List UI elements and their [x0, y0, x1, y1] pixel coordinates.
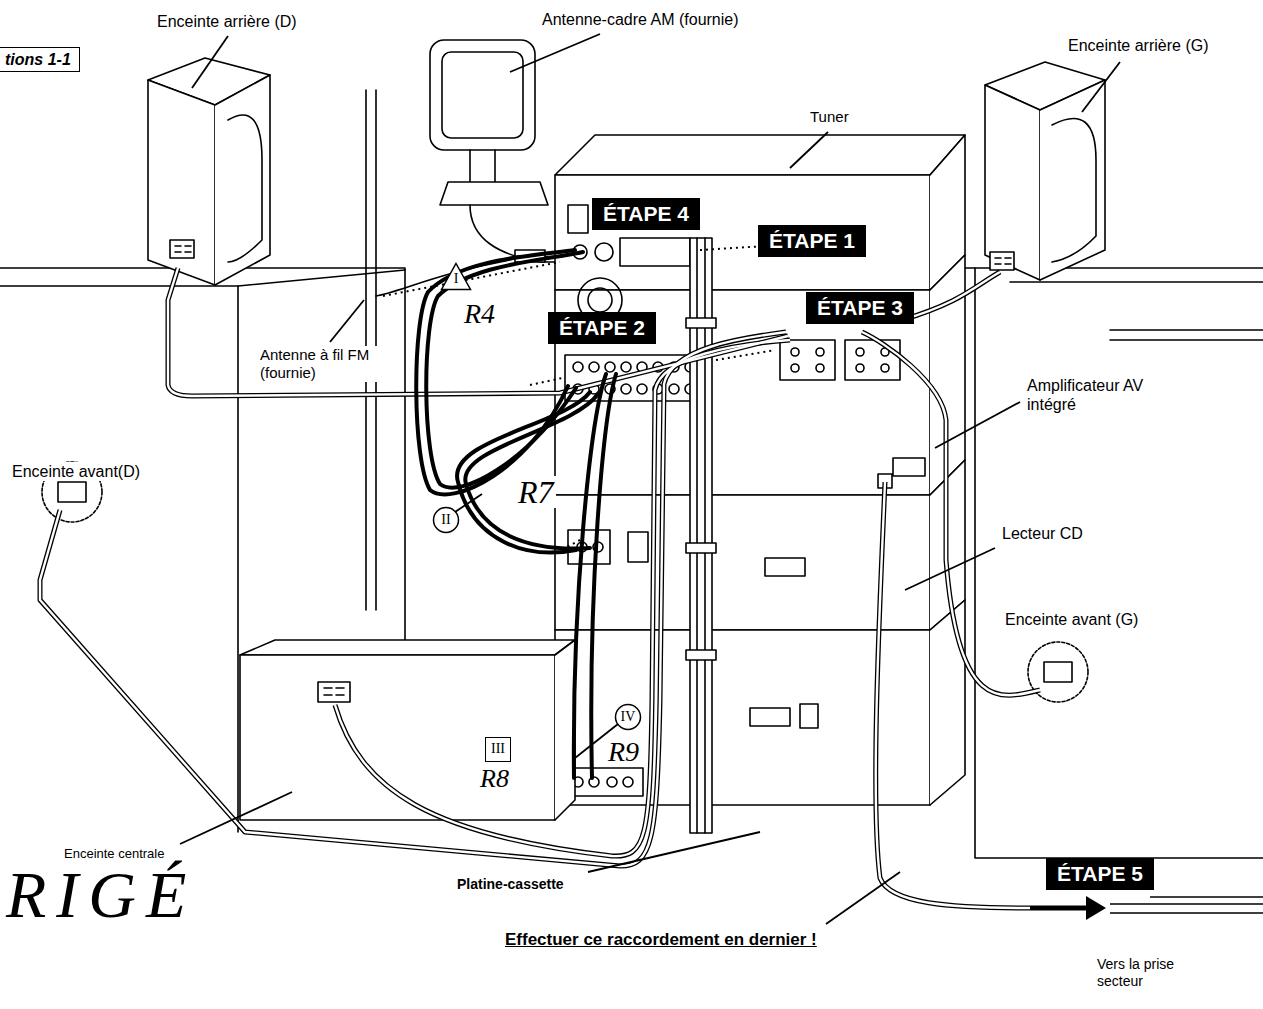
node-text: ÉTAPE 2 [559, 315, 645, 341]
instruction-tab: tions 1-1 [0, 47, 80, 72]
node-text: II [432, 512, 460, 528]
callout-circle: II [432, 506, 460, 534]
step-badge: ÉTAPE 1 [758, 225, 866, 257]
node-text: IV [614, 709, 642, 725]
node-text: ÉTAPE 4 [603, 201, 689, 227]
step-badge: ÉTAPE 2 [548, 312, 656, 344]
callout-circle: IV [614, 703, 642, 731]
handwritten-note: R7 [516, 476, 556, 508]
component-label: Platine-cassette [455, 876, 566, 893]
node-text: ÉTAPE 1 [769, 228, 855, 254]
component-label: Enceinte centrale [62, 846, 166, 862]
component-label: Lecteur CD [1000, 524, 1085, 543]
component-label: Enceinte arrière (G) [1066, 36, 1211, 55]
callout-triangle: I [440, 262, 472, 291]
node-text: ÉTAPE 3 [817, 295, 903, 321]
step-badge: ÉTAPE 5 [1046, 858, 1154, 890]
component-label: Enceinte arrière (D) [155, 12, 299, 31]
component-label: Enceinte avant (G) [1003, 610, 1140, 629]
handwritten-stamp: RIGÉ [4, 862, 198, 928]
node-text: I [440, 271, 472, 287]
component-label: Antenne à fil FM (fournie) [258, 346, 390, 382]
node-text: ÉTAPE 5 [1057, 861, 1143, 887]
handwritten-note: R4 [462, 300, 497, 328]
handwritten-note: R8 [478, 766, 511, 792]
component-label: Tuner [808, 108, 851, 126]
node-text: III [491, 741, 505, 758]
handwritten-note: R9 [606, 738, 641, 766]
step-badge: ÉTAPE 3 [806, 292, 914, 324]
callout-square: III [485, 737, 511, 762]
warning-note: Effectuer ce raccordement en dernier ! [503, 930, 819, 950]
component-label: Antenne-cadre AM (fournie) [540, 10, 741, 29]
component-label: Vers la prise secteur [1095, 956, 1199, 990]
component-label: Enceinte avant(D) [10, 462, 142, 481]
component-label: Amplificateur AV intégré [1025, 376, 1169, 414]
step-badge: ÉTAPE 4 [592, 198, 700, 230]
node-text: tions 1-1 [5, 50, 71, 69]
